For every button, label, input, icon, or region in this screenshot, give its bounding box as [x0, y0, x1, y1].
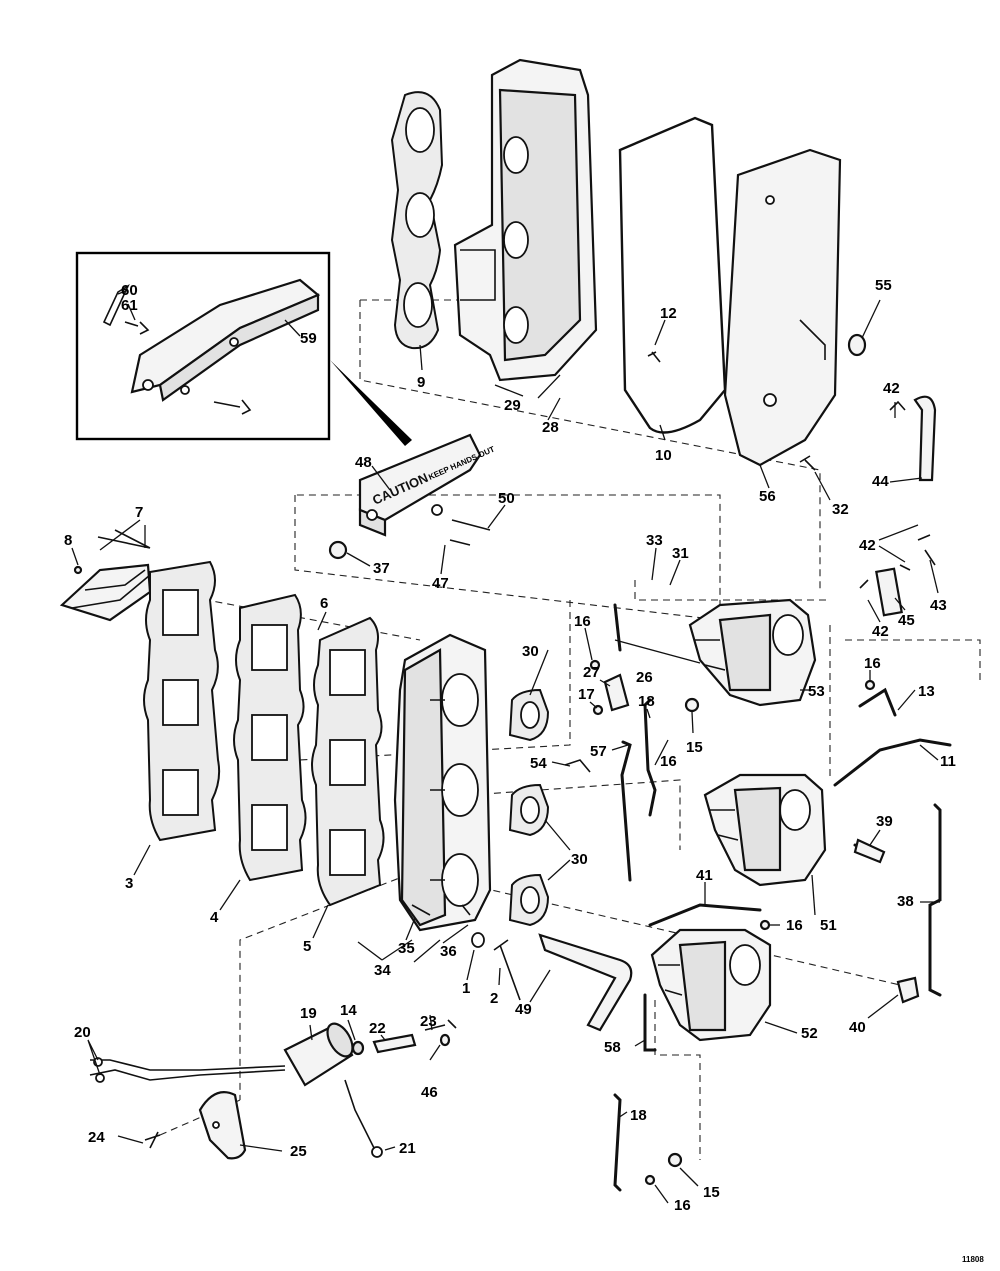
callout-42-lower: 42: [872, 623, 889, 640]
silencer-cover-56: [723, 148, 842, 467]
callout-5: 5: [303, 938, 311, 955]
callout-56: 56: [759, 488, 776, 505]
callout-59: 59: [300, 330, 317, 347]
callout-47: 47: [432, 575, 449, 592]
callout-36: 36: [440, 943, 457, 960]
callout-26: 26: [636, 669, 653, 686]
figure-reference-number: 11808: [962, 1255, 984, 1264]
gasket-5: [311, 616, 385, 907]
callout-15-upper: 15: [686, 739, 703, 756]
callout-17: 17: [578, 686, 595, 703]
carburetor-51: [703, 773, 827, 887]
callout-10: 10: [655, 447, 672, 464]
fuel-hose-45: [875, 567, 903, 617]
callout-58: 58: [604, 1039, 621, 1056]
callout-44: 44: [872, 473, 889, 490]
callout-31: 31: [672, 545, 689, 562]
callout-61: 61: [121, 297, 138, 314]
callout-57: 57: [590, 743, 607, 760]
callout-33: 33: [646, 532, 663, 549]
callout-19: 19: [300, 1005, 317, 1022]
callout-1: 1: [462, 980, 470, 997]
callout-38: 38: [897, 893, 914, 910]
callout-34: 34: [374, 962, 391, 979]
callout-18-upper: 18: [638, 693, 655, 710]
intake-manifold-34: [393, 633, 492, 932]
flame-arrestor-59: [130, 278, 321, 394]
callout-labels: 60 61 59 9 12 29 28 10 55 56 32 42 44 42…: [64, 277, 984, 1264]
choke-solenoid-group: [89, 1019, 457, 1160]
callout-51: 51: [820, 917, 837, 934]
callout-15-lower: 15: [703, 1184, 720, 1201]
callout-43: 43: [930, 597, 947, 614]
callout-53: 53: [808, 683, 825, 700]
callout-60: 60: [121, 282, 138, 299]
callout-30-lower: 30: [571, 851, 588, 868]
fuel-hose-44: [913, 395, 937, 482]
callout-4: 4: [210, 909, 219, 926]
solenoid-bracket-25: [198, 1091, 247, 1160]
screw-61: [124, 321, 150, 335]
callout-52: 52: [801, 1025, 818, 1042]
callout-50: 50: [498, 490, 515, 507]
callout-49: 49: [515, 1001, 532, 1018]
callout-12: 12: [660, 305, 677, 322]
carburetor-gaskets-30: [508, 688, 550, 927]
callout-21: 21: [399, 1140, 416, 1157]
callout-16-right: 16: [864, 655, 881, 672]
callout-20: 20: [74, 1024, 91, 1041]
callout-7: 7: [135, 504, 143, 521]
inset-box: [75, 251, 412, 446]
callout-45: 45: [898, 612, 915, 629]
callout-11: 11: [940, 753, 956, 770]
carburetor-53: [688, 598, 817, 707]
callout-35: 35: [398, 940, 415, 957]
callout-3: 3: [125, 875, 133, 892]
callout-16-bottom: 16: [674, 1197, 691, 1214]
cover-gasket-10: [618, 116, 727, 434]
callout-8: 8: [64, 532, 72, 549]
callout-16-middle: 16: [660, 753, 677, 770]
inset-pointer: [330, 360, 412, 446]
plug-55: [847, 333, 867, 357]
callout-14: 14: [340, 1002, 357, 1019]
callout-22: 22: [369, 1020, 386, 1037]
callout-24: 24: [88, 1129, 105, 1146]
callout-23: 23: [420, 1013, 437, 1030]
leader-lines: [71, 289, 940, 1204]
callout-30-upper: 30: [522, 643, 539, 660]
callout-54: 54: [530, 755, 547, 772]
gasket-3: [143, 560, 221, 842]
callout-55: 55: [875, 277, 892, 294]
callout-25: 25: [290, 1143, 307, 1160]
callout-32: 32: [832, 501, 849, 518]
callout-37: 37: [373, 560, 390, 577]
callout-18-lower: 18: [630, 1107, 647, 1124]
callout-9: 9: [417, 374, 425, 391]
callout-42-upper: 42: [883, 380, 900, 397]
carburetor-52: [650, 928, 772, 1042]
callout-46: 46: [421, 1084, 438, 1101]
fuel-hose-49: [538, 933, 633, 1032]
reed-block-7: [59, 529, 152, 622]
callout-6: 6: [320, 595, 328, 612]
gasket-4: [233, 593, 307, 882]
callout-16-upper: 16: [574, 613, 591, 630]
callout-16-lower: 16: [786, 917, 803, 934]
callout-41: 41: [696, 867, 713, 884]
callout-29: 29: [504, 397, 521, 414]
bracket-60: [102, 283, 130, 327]
callout-42-middle: 42: [859, 537, 876, 554]
callout-48: 48: [355, 454, 372, 471]
callout-27: 27: [583, 664, 600, 681]
callout-28: 28: [542, 419, 559, 436]
callout-2: 2: [490, 990, 498, 1007]
silencer-group: [390, 58, 867, 471]
callout-39: 39: [876, 813, 893, 830]
callout-13: 13: [918, 683, 935, 700]
linkage-parts: [411, 395, 952, 1192]
callout-40: 40: [849, 1019, 866, 1036]
